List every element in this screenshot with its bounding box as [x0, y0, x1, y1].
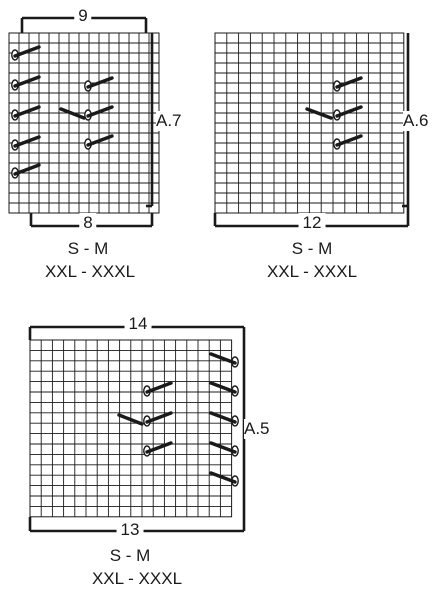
stitch-bar [145, 441, 173, 454]
a7-stitch [11, 105, 41, 121]
a7-stitch [11, 135, 41, 151]
stitch-bar [13, 163, 41, 176]
chart-grids [8, 32, 405, 518]
stitch-bar [209, 441, 237, 454]
stitch-bar [335, 76, 363, 89]
a7-stitch [84, 134, 114, 150]
a6-stitch-bar-left [305, 107, 333, 120]
a7-size-large: XXL - XXXL [44, 262, 136, 281]
a7-stitch-bar-left [59, 107, 86, 120]
stitch-bar [13, 45, 41, 58]
stitch-bar [209, 352, 237, 365]
a6-stitch [333, 105, 363, 121]
a7-stitch [84, 105, 114, 121]
a6-size-small: S - M [291, 239, 333, 258]
a7-top-width-label: 9 [74, 6, 92, 26]
stitch-bar [13, 105, 41, 118]
a5-bottom-width-label: 13 [116, 520, 144, 540]
chart-symbols [11, 45, 363, 487]
a5-size-small: S - M [109, 546, 151, 565]
grid-a5 [29, 339, 233, 518]
stitch-bar [86, 76, 114, 89]
a5-stitch-right [209, 352, 239, 368]
a6-stitch [333, 134, 363, 150]
a7-stitch [84, 76, 114, 92]
a7-stitch [11, 45, 41, 61]
stitch-bar [86, 105, 114, 118]
a7-size-small: S - M [67, 239, 109, 258]
a5-stitch-right [209, 441, 239, 457]
a5-stitch [143, 381, 173, 397]
a7-chart-label: A.7 [156, 111, 182, 131]
a5-stitch [143, 411, 173, 427]
a7-stitch [11, 163, 41, 179]
stitch-bar [13, 135, 41, 148]
a5-top-width-label: 14 [124, 314, 152, 334]
a5-stitch-right [209, 381, 239, 397]
stitch-bar [209, 471, 237, 484]
a6-chart-label: A.6 [403, 111, 429, 131]
stitch-bar [145, 381, 173, 394]
a7-bottom-width-label: 8 [79, 213, 97, 233]
stitch-bar [335, 105, 363, 118]
a7-stitch [11, 75, 41, 91]
stitch-bar [86, 134, 114, 147]
a6-stitch [333, 76, 363, 92]
a5-stitch [143, 441, 173, 457]
stitch-bar [335, 134, 363, 147]
a5-chart-label: A.5 [244, 419, 270, 439]
grid-a7 [8, 32, 160, 214]
grid-a6 [214, 32, 405, 214]
stitch-bar [13, 75, 41, 88]
stitch-bar [145, 411, 173, 424]
a5-stitch-right [209, 411, 239, 427]
stitch-bar [209, 411, 237, 424]
a5-size-large: XXL - XXXL [91, 569, 183, 588]
stitch-bar [209, 381, 237, 394]
a5-stitch-right [209, 471, 239, 487]
a6-size-large: XXL - XXXL [266, 262, 358, 281]
a6-bottom-width-label: 12 [298, 213, 326, 233]
a5-stitch-bar-left [117, 413, 144, 426]
